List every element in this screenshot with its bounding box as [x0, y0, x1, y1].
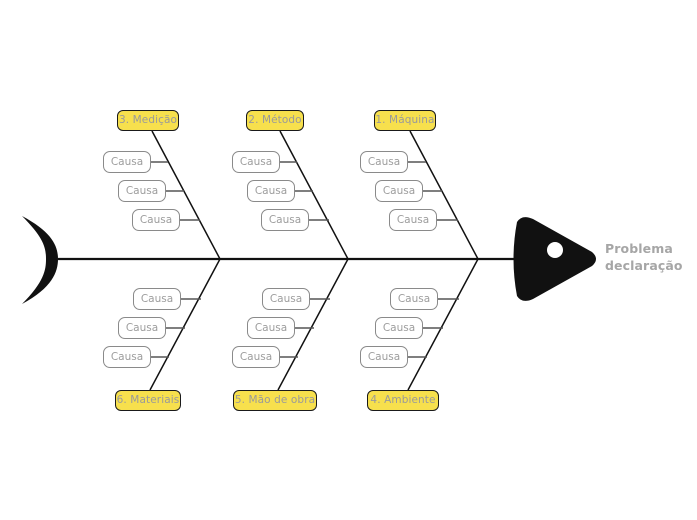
- category-box-metodo[interactable]: 2. Método: [246, 110, 304, 131]
- branch-line-medicao: [151, 130, 221, 260]
- branch-line-metodo: [279, 130, 349, 260]
- cause-box-materiais-2[interactable]: Causa: [118, 317, 166, 339]
- branch-lines-group: [149, 130, 479, 391]
- cause-box-metodo-3[interactable]: Causa: [261, 209, 309, 231]
- cause-box-materiais-1[interactable]: Causa: [133, 288, 181, 310]
- cause-box-mao-de-obra-3[interactable]: Causa: [232, 346, 280, 368]
- cause-box-medicao-3[interactable]: Causa: [132, 209, 180, 231]
- cause-box-metodo-1[interactable]: Causa: [232, 151, 280, 173]
- branch-line-maquina: [409, 130, 479, 260]
- branch-line-materiais: [149, 258, 221, 391]
- cause-box-maquina-1[interactable]: Causa: [360, 151, 408, 173]
- category-box-materiais[interactable]: 6. Materiais: [115, 390, 181, 411]
- cause-box-medicao-1[interactable]: Causa: [103, 151, 151, 173]
- cause-box-mao-de-obra-2[interactable]: Causa: [247, 317, 295, 339]
- branch-line-ambiente: [407, 258, 479, 391]
- category-box-mao-de-obra[interactable]: 5. Mão de obra: [233, 390, 317, 411]
- category-box-medicao[interactable]: 3. Medição: [117, 110, 179, 131]
- cause-box-ambiente-1[interactable]: Causa: [390, 288, 438, 310]
- category-box-maquina[interactable]: 1. Máquina: [374, 110, 436, 131]
- cause-box-maquina-2[interactable]: Causa: [375, 180, 423, 202]
- cause-box-materiais-3[interactable]: Causa: [103, 346, 151, 368]
- cause-box-mao-de-obra-1[interactable]: Causa: [262, 288, 310, 310]
- cause-box-metodo-2[interactable]: Causa: [247, 180, 295, 202]
- category-box-ambiente[interactable]: 4. Ambiente: [367, 390, 439, 411]
- cause-box-ambiente-2[interactable]: Causa: [375, 317, 423, 339]
- fish-eye-icon: [547, 242, 563, 258]
- cause-box-medicao-2[interactable]: Causa: [118, 180, 166, 202]
- cause-box-maquina-3[interactable]: Causa: [389, 209, 437, 231]
- branch-line-mao-de-obra: [277, 258, 349, 391]
- fish-tail-shape: [22, 216, 58, 304]
- problem-statement-label: Problema declaração: [605, 241, 683, 273]
- cause-box-ambiente-3[interactable]: Causa: [360, 346, 408, 368]
- fish-head-shape: [513, 217, 596, 301]
